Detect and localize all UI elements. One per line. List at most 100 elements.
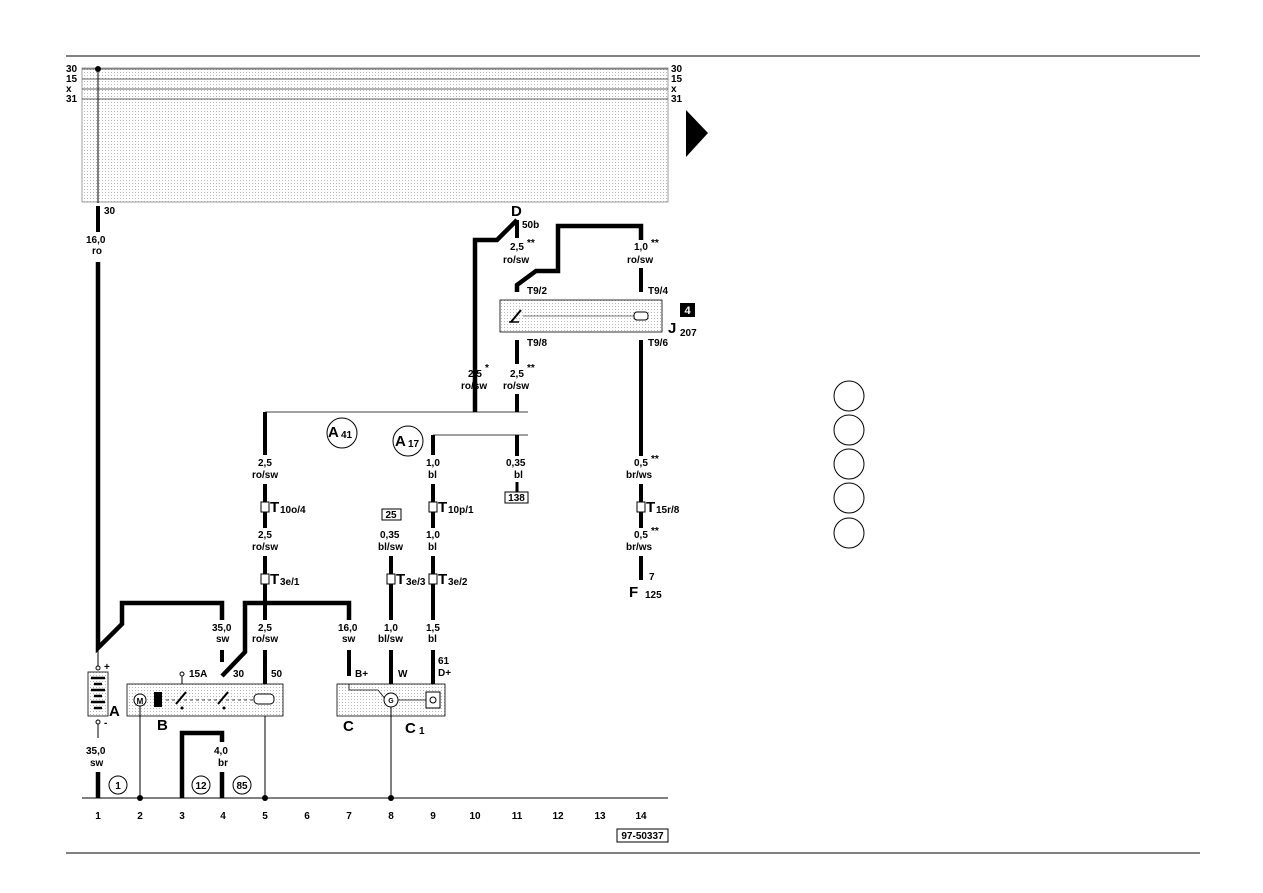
wire-size-col14-b: 0,5 <box>634 530 648 541</box>
component-b-label: B <box>157 717 168 734</box>
connector-t3e1-icon <box>260 573 270 585</box>
component-j207-number: 207 <box>680 328 697 339</box>
relay-j207-coil-icon <box>633 311 649 321</box>
connector-t3e1-pin: 3e/1 <box>280 577 300 588</box>
continuation-arrow-icon[interactable] <box>686 110 708 157</box>
fuse-relay-panel <box>81 67 669 203</box>
rail-label-x-left: x <box>66 84 72 95</box>
battery-cells-icon <box>91 676 105 710</box>
connector-t3e3-pin: 3e/3 <box>406 577 426 588</box>
pin-30-starter-label: 30 <box>233 669 245 680</box>
starter-solenoid-icon <box>154 692 162 707</box>
alt-pin-61-label: 61 <box>438 656 450 667</box>
pin-t9-2-label: T9/2 <box>527 286 547 297</box>
wire-size-col1-bot: 35,0 <box>86 746 106 757</box>
pin-t9-4-label: T9/4 <box>648 286 668 297</box>
battery[interactable] <box>87 671 109 717</box>
legend-circle <box>833 482 865 514</box>
component-j207-label: J <box>668 320 676 337</box>
ground-number-row: 1 2 3 4 5 6 7 8 9 10 11 12 13 14 <box>95 811 647 822</box>
component-f125-number: 125 <box>645 590 662 601</box>
ref-1-label: 1 <box>115 781 121 792</box>
f125-pin-7-label: 7 <box>649 572 655 583</box>
connector-t3e1-label: T <box>270 571 279 588</box>
connector-t10o-icon <box>260 501 270 513</box>
wire-color-col7: sw <box>342 634 356 645</box>
ref-circle-85 <box>232 775 252 795</box>
pin-t9-6-label: T9/6 <box>648 338 668 349</box>
junction-a41-number: 41 <box>341 430 353 441</box>
starter-switch-icons <box>175 691 229 710</box>
ground-number: 6 <box>304 811 310 822</box>
legend-circle <box>833 448 865 480</box>
wire-color-col9-b: bl <box>428 542 437 553</box>
wire-col3-4-bottom <box>179 730 225 798</box>
wire-size-col9-b: 1,0 <box>426 530 440 541</box>
pin-15a-label: 15A <box>189 669 207 680</box>
component-c1-label: C <box>405 720 416 737</box>
connector-t3e2-label: T <box>438 571 447 588</box>
wire-color-col1-bot: sw <box>90 758 104 769</box>
wire-star-col10: * <box>485 363 489 374</box>
wire-size-col11-mid: 2,5 <box>510 369 524 380</box>
connector-t10p-pin: 10p/1 <box>448 505 474 516</box>
voltage-regulator-dot-icon <box>429 696 437 704</box>
connector-t15r-label: T <box>646 499 655 516</box>
connector-t10o-label: T <box>270 499 279 516</box>
alternator-g-letter: G <box>388 698 394 705</box>
component-c-label: C <box>343 718 354 735</box>
wire-color-col10: ro/sw <box>461 381 487 392</box>
wire-col10-to-d <box>472 218 519 412</box>
connector-t3e2-pin: 3e/2 <box>448 577 468 588</box>
wire-color-col11-mid: ro/sw <box>503 381 529 392</box>
pin-50-starter-label: 50 <box>271 669 283 680</box>
figure-id-box <box>616 828 669 843</box>
wire-star-col11-mid: ** <box>527 363 535 374</box>
wire-size-col7: 16,0 <box>338 623 358 634</box>
wire-color-col5-b: ro/sw <box>252 542 278 553</box>
ground-number: 2 <box>137 811 143 822</box>
ground-number: 14 <box>635 811 647 822</box>
j207-badge-number: 4 <box>684 305 691 317</box>
ground-dot-8 <box>388 795 394 801</box>
ground-number: 5 <box>262 811 268 822</box>
legend-circle <box>833 380 865 412</box>
wire-size-col9-a: 1,0 <box>426 458 440 469</box>
component-c1-number: 1 <box>419 726 425 737</box>
alt-pin-w-label: W <box>398 669 408 680</box>
junction-a17-label: A <box>395 433 406 450</box>
rail-label-30-left: 30 <box>66 64 78 75</box>
wire-size-col8-a: 0,35 <box>380 530 400 541</box>
connector-t3e2-icon <box>428 573 438 585</box>
pin-15a-terminal <box>179 671 185 677</box>
battery-minus-label: - <box>104 718 107 729</box>
wire-color-col4: sw <box>216 634 230 645</box>
rail-labels-left: 30 15 x 31 <box>66 64 78 105</box>
wire-size-col4-bot: 4,0 <box>214 746 228 757</box>
wire-star-col14-a: ** <box>651 454 659 465</box>
wire-size-col14-a: 0,5 <box>634 458 648 469</box>
ground-number: 9 <box>430 811 436 822</box>
wire-color-col8-b: bl/sw <box>378 634 403 645</box>
ref-circle-1 <box>108 775 128 795</box>
ref-box-25 <box>381 508 402 521</box>
ref-138-label: 138 <box>508 493 525 504</box>
pin-50b-label: 50b <box>522 220 539 231</box>
junction-a41[interactable] <box>326 417 358 449</box>
ref-12-label: 12 <box>195 781 207 792</box>
wire-color-col9-c: bl <box>428 634 437 645</box>
battery-minus-terminal <box>95 719 101 725</box>
wire-star-col14-top: ** <box>651 238 659 249</box>
wire-battery-to-starter <box>95 262 225 654</box>
connector-t10p-icon <box>428 501 438 513</box>
junction-a41-label: A <box>328 424 339 441</box>
relay-j207-switch-icon <box>509 309 522 323</box>
alternator-internal-wire <box>348 684 387 701</box>
ground-number: 10 <box>469 811 481 822</box>
pin-t9-8-label: T9/8 <box>527 338 547 349</box>
wire-color-col11-top: ro/sw <box>503 255 529 266</box>
component-a-label: A <box>109 703 120 720</box>
junction-a17[interactable] <box>392 425 424 457</box>
wire-color-col14-b: br/ws <box>626 542 653 553</box>
rail-label-x-right: x <box>671 84 677 95</box>
